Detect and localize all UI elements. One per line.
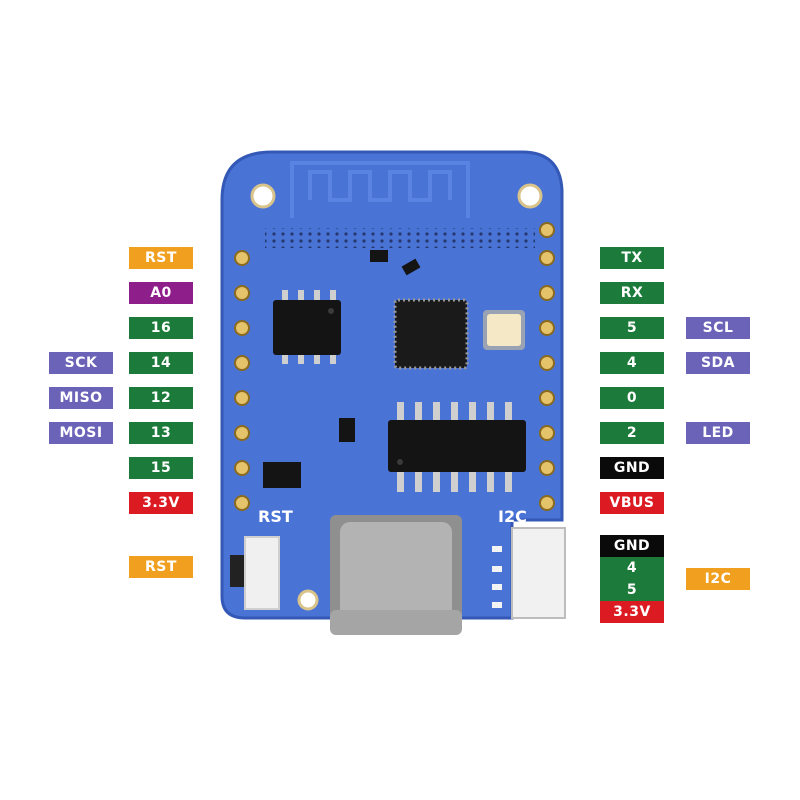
i2c-connector-body bbox=[511, 527, 566, 619]
reset-button bbox=[230, 536, 280, 610]
flash-chip bbox=[273, 290, 341, 364]
right-pin-label: 0 bbox=[600, 387, 664, 409]
usb-serial-chip bbox=[388, 402, 526, 492]
left-pin-label: 14 bbox=[129, 352, 193, 374]
rst-button-label: RST bbox=[129, 556, 193, 578]
left-func-sck: SCK bbox=[49, 352, 113, 374]
left-pin-label: RST bbox=[129, 247, 193, 269]
left-pin-label: 3.3V bbox=[129, 492, 193, 514]
left-func-mosi: MOSI bbox=[49, 422, 113, 444]
right-pin-label: TX bbox=[600, 247, 664, 269]
right-pin-label: RX bbox=[600, 282, 664, 304]
right-pin-label: 5 bbox=[600, 317, 664, 339]
i2c-pin-label: 5 bbox=[600, 579, 664, 601]
mounting-hole bbox=[297, 589, 319, 611]
right-func-sda: SDA bbox=[686, 352, 750, 374]
mounting-hole bbox=[517, 183, 543, 209]
silkscreen-rst: RST bbox=[258, 507, 293, 526]
left-pin-label: A0 bbox=[129, 282, 193, 304]
i2c-pin-label: GND bbox=[600, 535, 664, 557]
right-pin-label: 4 bbox=[600, 352, 664, 374]
crystal bbox=[483, 310, 525, 350]
i2c-group-label: I2C bbox=[686, 568, 750, 590]
i2c-pads bbox=[492, 546, 502, 608]
right-func-led: LED bbox=[686, 422, 750, 444]
esp-chip bbox=[393, 298, 469, 370]
right-pin-label: GND bbox=[600, 457, 664, 479]
left-pin-label: 15 bbox=[129, 457, 193, 479]
right-pin-label: 2 bbox=[600, 422, 664, 444]
left-pin-header bbox=[234, 250, 250, 511]
via-field bbox=[265, 228, 535, 248]
pcb-board bbox=[220, 150, 564, 620]
small-chips bbox=[263, 250, 421, 488]
silkscreen-i2c: I2C bbox=[498, 507, 527, 526]
left-pin-label: 16 bbox=[129, 317, 193, 339]
i2c-pin-label: 4 bbox=[600, 557, 664, 579]
right-func-scl: SCL bbox=[686, 317, 750, 339]
usb-c-connector bbox=[330, 515, 462, 635]
left-func-miso: MISO bbox=[49, 387, 113, 409]
left-pin-label: 13 bbox=[129, 422, 193, 444]
right-pin-header bbox=[539, 222, 555, 511]
mounting-hole bbox=[250, 183, 276, 209]
i2c-pin-label: 3.3V bbox=[600, 601, 664, 623]
left-pin-label: 12 bbox=[129, 387, 193, 409]
right-pin-label: VBUS bbox=[600, 492, 664, 514]
antenna-trace bbox=[290, 161, 470, 218]
